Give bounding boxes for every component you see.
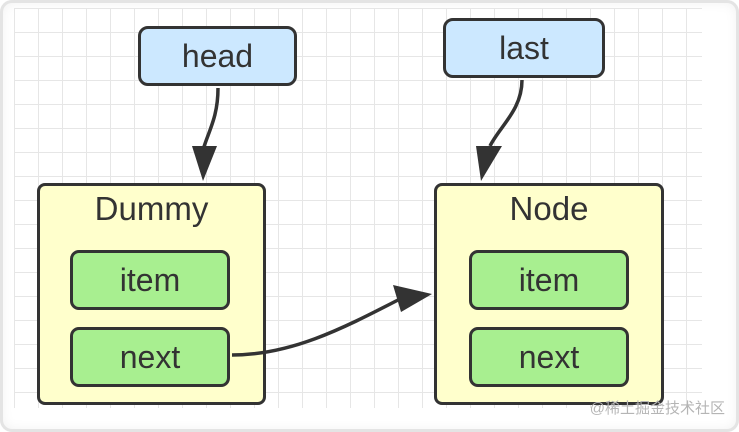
dummy-next-field: next	[70, 327, 230, 387]
last-pointer-box: last	[443, 18, 605, 78]
node-node: Node item next	[434, 183, 664, 405]
dummy-item-label: item	[119, 261, 181, 298]
head-pointer-label: head	[181, 37, 254, 74]
head-pointer-box: head	[138, 26, 297, 86]
dummy-node: Dummy item next	[37, 183, 266, 405]
node-node-title: Node	[509, 190, 589, 227]
node-item-label: item	[518, 261, 580, 298]
node-item-field: item	[469, 250, 629, 310]
dummy-node-title: Dummy	[94, 190, 209, 227]
watermark: @稀土掘金技术社区	[589, 400, 725, 417]
dummy-next-label: next	[119, 338, 181, 375]
node-next-label: next	[518, 338, 580, 375]
node-next-field: next	[469, 327, 629, 387]
dummy-item-field: item	[70, 250, 230, 310]
last-pointer-label: last	[499, 29, 549, 66]
